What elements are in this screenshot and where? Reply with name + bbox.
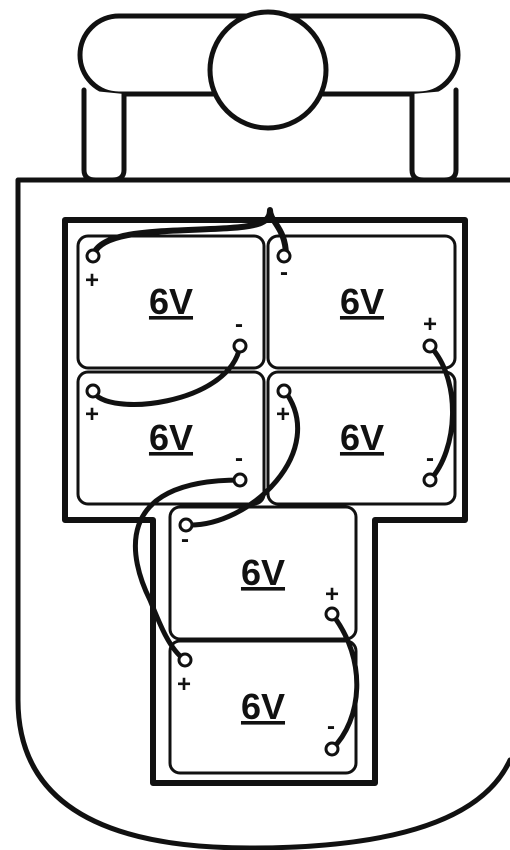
terminal-b6-positive: [177, 652, 193, 668]
b2-negative-mark: -: [280, 259, 288, 286]
b1-positive-mark: +: [85, 267, 99, 294]
wire-b1pos-b2neg: [90, 207, 289, 259]
battery-3-label: 6V: [149, 417, 193, 458]
b6-negative-mark: -: [327, 713, 335, 740]
b2-positive-mark: +: [423, 311, 437, 338]
battery-6-label: 6V: [241, 686, 285, 727]
terminal-b2-negative: [276, 248, 292, 264]
battery-3: [76, 370, 266, 506]
b5-negative-mark: -: [181, 526, 189, 553]
battery-1-label: 6V: [149, 281, 193, 322]
terminal-b3-positive: [85, 383, 101, 399]
terminal-b5-positive: [324, 606, 340, 622]
battery-4: [266, 370, 457, 506]
battery-5: [168, 505, 358, 641]
b4-negative-mark: -: [426, 445, 434, 472]
b3-positive-mark: +: [85, 401, 99, 428]
handle-knob: [207, 9, 329, 131]
wire-b3neg-b6pos: [132, 477, 243, 663]
vehicle-body-outline: [15, 177, 510, 850]
battery-2-label: 6V: [340, 281, 384, 322]
wire-b1neg-b3pos: [90, 343, 243, 407]
terminal-b3-negative: [232, 472, 248, 488]
battery-4-label: 6V: [340, 417, 384, 458]
battery-tray: [62, 217, 468, 786]
terminal-b4-positive: [276, 383, 292, 399]
b1-negative-mark: -: [235, 311, 243, 338]
handle-left-post: [81, 87, 127, 183]
b5-positive-mark: +: [325, 581, 339, 608]
handle-right-post: [409, 87, 459, 183]
wire-b4pos-b5neg: [183, 387, 301, 528]
terminal-b6-negative: [324, 741, 340, 757]
terminal-b4-negative: [422, 472, 438, 488]
b3-negative-mark: -: [235, 445, 243, 472]
wire-b5pos-b6neg: [329, 611, 360, 752]
battery-1: [76, 234, 266, 370]
terminal-b5-negative: [178, 517, 194, 533]
battery-2: [266, 234, 457, 370]
terminal-b2-positive: [422, 338, 438, 354]
b6-positive-mark: +: [177, 671, 191, 698]
b4-positive-mark: +: [276, 401, 290, 428]
terminal-b1-positive: [85, 248, 101, 264]
wire-b2pos-b4neg: [427, 343, 455, 483]
terminal-b1-negative: [232, 338, 248, 354]
battery-5-label: 6V: [241, 552, 285, 593]
